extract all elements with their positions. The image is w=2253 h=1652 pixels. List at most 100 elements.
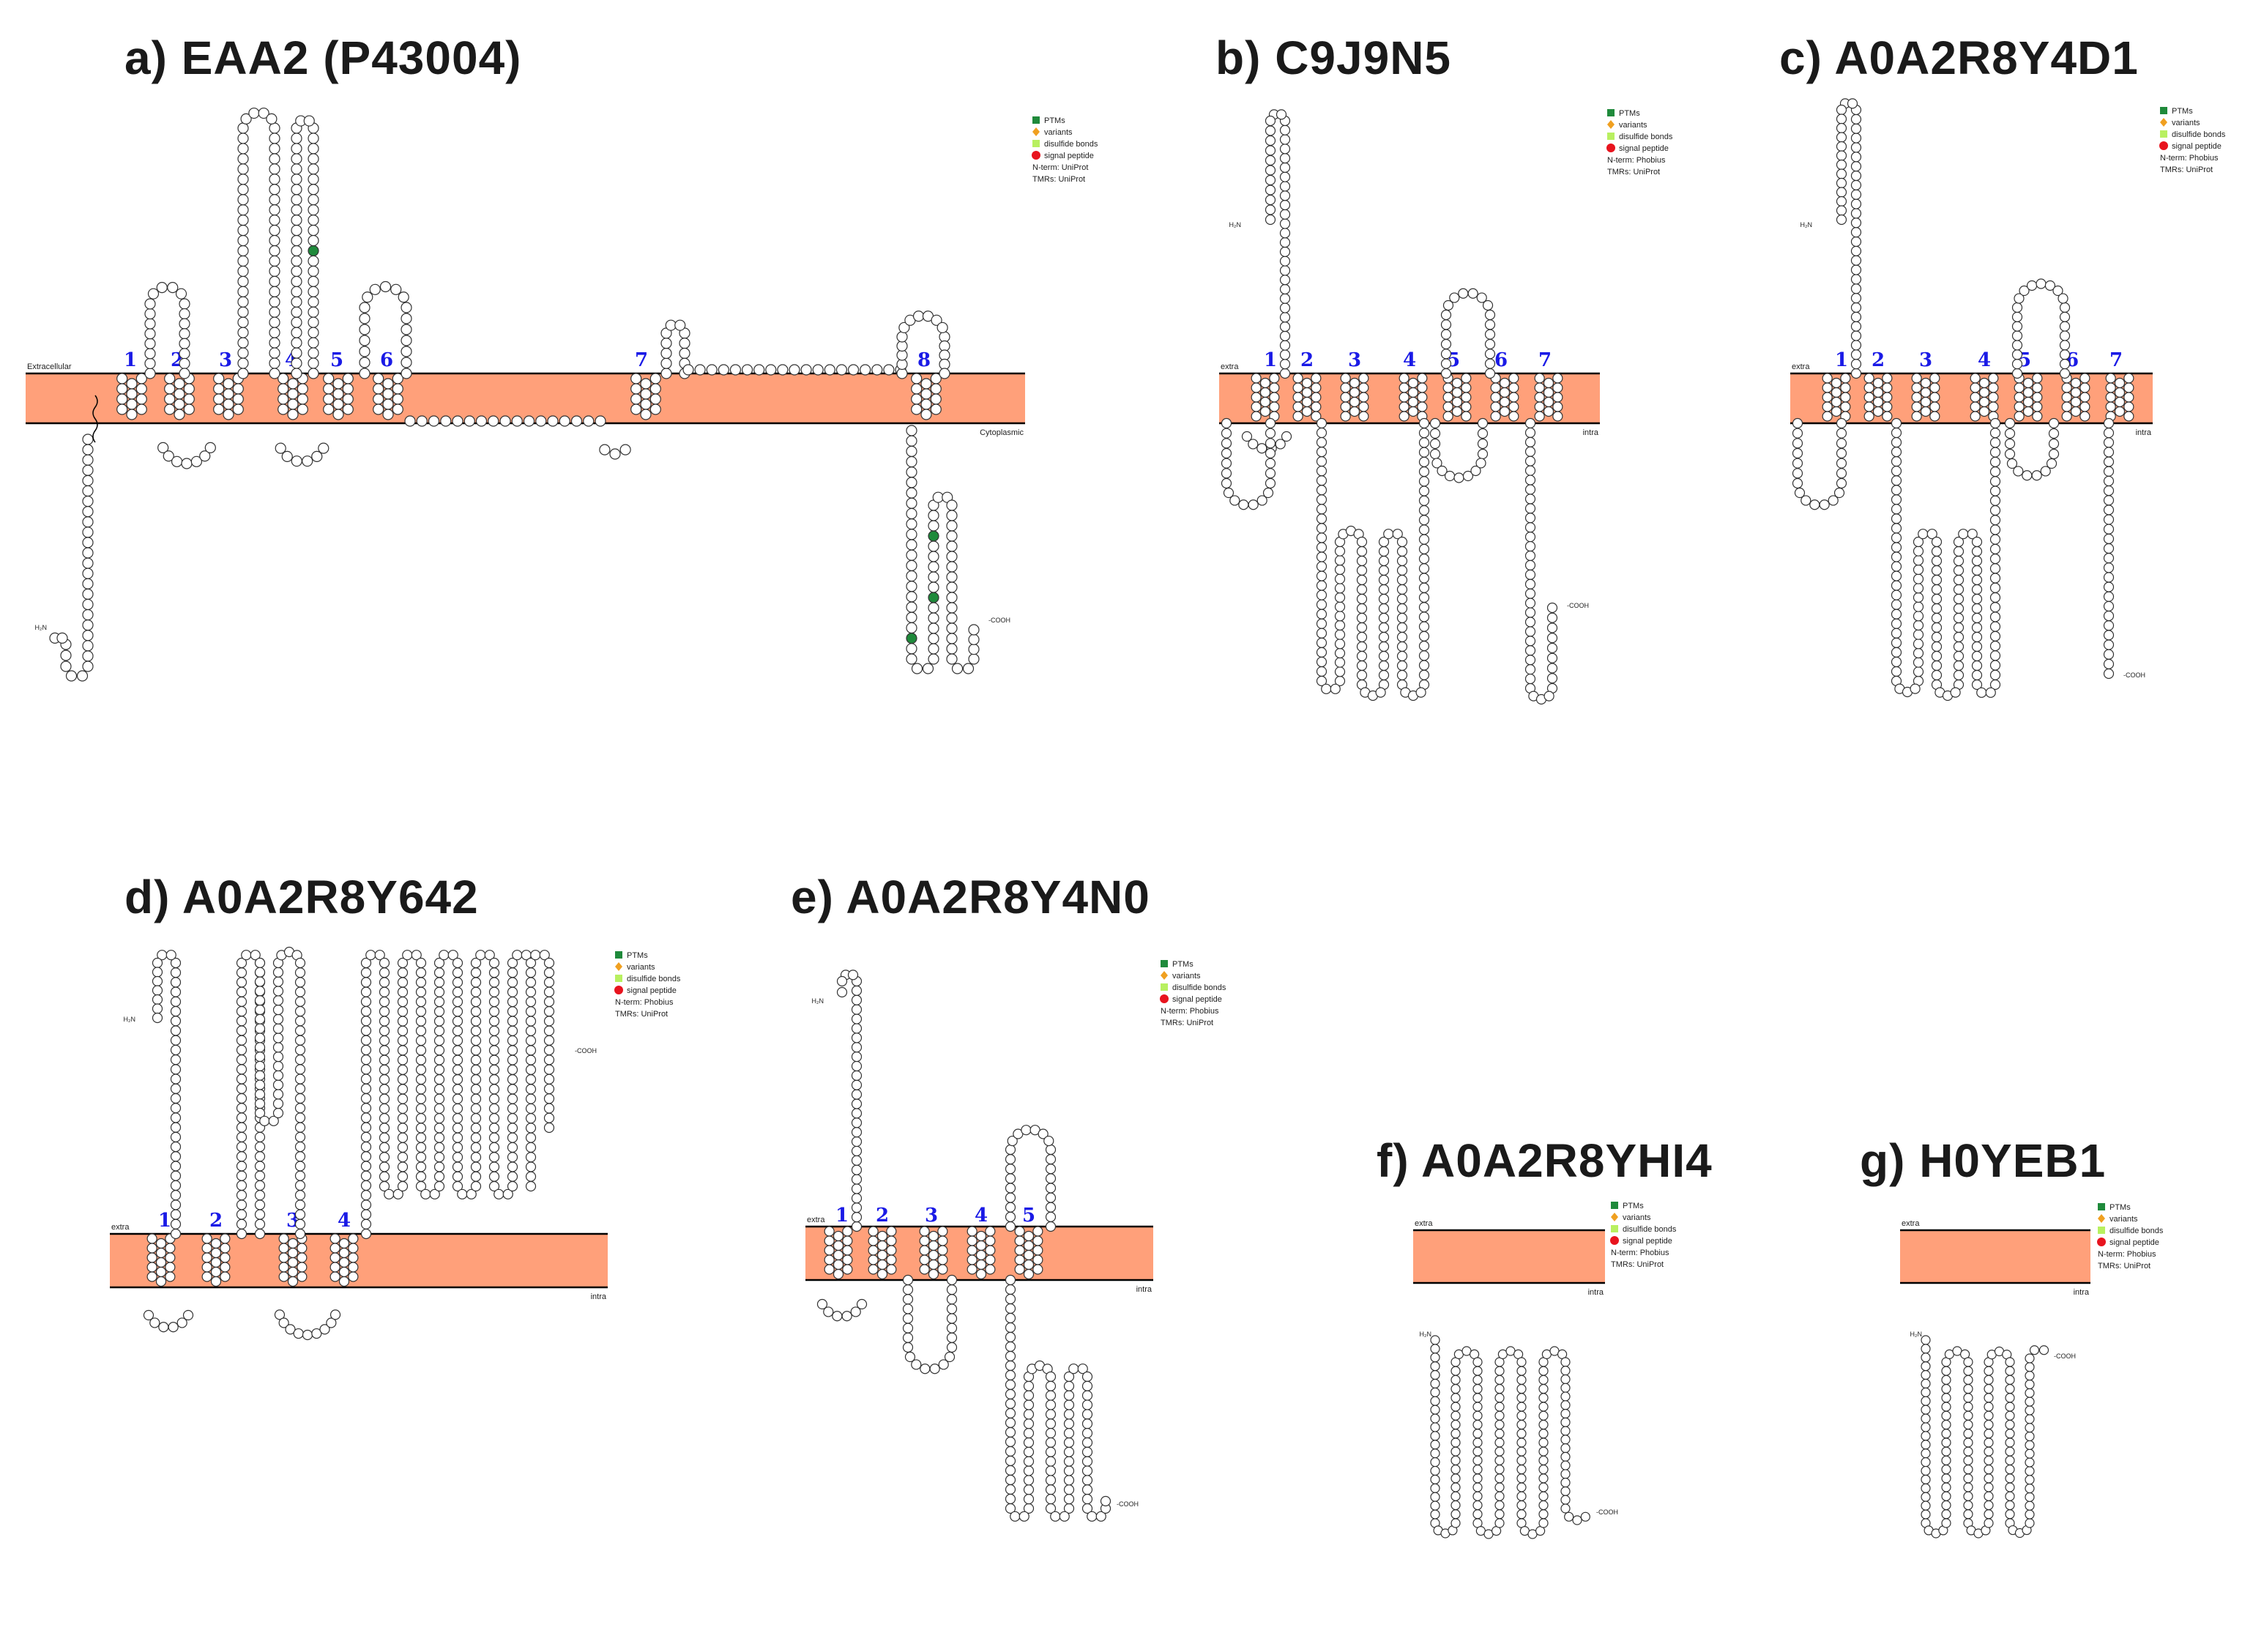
- residue: [1396, 565, 1408, 576]
- residue: [1931, 612, 1943, 624]
- residue: [1430, 1465, 1440, 1476]
- residue: [1449, 292, 1460, 303]
- residue: [1356, 593, 1368, 605]
- residue: [360, 1054, 372, 1065]
- residue: [165, 1262, 176, 1273]
- tm-segment-number: 3: [925, 1205, 938, 1227]
- residue: [269, 204, 280, 216]
- residue: [401, 313, 412, 324]
- residue: [928, 1230, 939, 1242]
- residue: [126, 378, 138, 390]
- residue: [397, 1016, 409, 1027]
- residue: [920, 409, 932, 420]
- residue: [1477, 428, 1489, 439]
- residue: [294, 1064, 306, 1075]
- residue: [1023, 1409, 1035, 1420]
- residue: [1430, 1353, 1440, 1363]
- residue: [1418, 573, 1430, 584]
- residue: [1430, 1422, 1440, 1432]
- residue: [1251, 411, 1262, 422]
- residue: [1538, 1518, 1549, 1528]
- residue: [382, 409, 394, 420]
- residue: [360, 967, 372, 978]
- residue: [911, 663, 923, 674]
- residue: [1334, 639, 1346, 650]
- panel-title: g) H0YEB1: [1860, 1134, 2107, 1187]
- residue: [1831, 396, 1842, 408]
- residue: [379, 1180, 390, 1192]
- residue: [1316, 436, 1327, 448]
- residue: [308, 368, 319, 379]
- residue: [1430, 1483, 1440, 1493]
- residue: [135, 403, 147, 415]
- residue: [1005, 1388, 1016, 1400]
- residue: [397, 1132, 409, 1143]
- residue: [170, 1025, 182, 1036]
- residue: [144, 357, 156, 370]
- residue: [452, 1180, 463, 1192]
- residue: [1984, 1509, 1994, 1519]
- residue: [1911, 373, 1922, 384]
- legend-signal-peptide-swatch: [1032, 151, 1040, 160]
- residue: [2004, 428, 2016, 439]
- residue: [1494, 1437, 1505, 1448]
- residue: [2011, 349, 2023, 360]
- residue: [179, 298, 190, 310]
- residue: [397, 1113, 409, 1124]
- residue: [1451, 1429, 1461, 1439]
- residue: [1989, 417, 2001, 429]
- residue: [824, 364, 835, 376]
- residue: [272, 1098, 284, 1109]
- residue: [415, 1025, 427, 1036]
- residue: [851, 985, 863, 996]
- residue: [896, 340, 908, 352]
- residue: [126, 398, 138, 410]
- residue: [833, 1240, 844, 1251]
- residue: [1546, 612, 1558, 623]
- residue: [1396, 669, 1408, 681]
- residue: [1451, 1374, 1461, 1385]
- residue: [126, 409, 138, 420]
- residue: [452, 415, 463, 427]
- residue: [382, 388, 394, 400]
- residue: [144, 338, 156, 349]
- residue: [291, 163, 302, 175]
- residue: [1045, 1380, 1057, 1391]
- residue: [294, 1016, 306, 1027]
- residue: [1984, 1374, 1994, 1385]
- residue: [1953, 603, 1965, 614]
- tm-segment-number: 1: [1264, 349, 1277, 371]
- residue: [1265, 155, 1276, 166]
- residue: [291, 306, 302, 318]
- residue: [507, 1093, 518, 1104]
- residue: [269, 163, 280, 175]
- residue: [946, 1274, 958, 1286]
- residue: [832, 1311, 843, 1322]
- residue: [1472, 1429, 1483, 1439]
- residue: [1931, 593, 1943, 605]
- residue: [1508, 411, 1519, 422]
- residue: [1045, 1144, 1057, 1156]
- residue: [1458, 288, 1469, 299]
- residue: [470, 1161, 482, 1172]
- residue: [1023, 1399, 1035, 1410]
- residue: [294, 1112, 306, 1123]
- residue: [1921, 1361, 1931, 1372]
- residue: [946, 561, 958, 573]
- residue: [1396, 650, 1408, 662]
- residue: [1560, 1383, 1571, 1393]
- residue: [1836, 104, 1847, 116]
- legend-ptms: PTMs: [1619, 109, 1640, 118]
- residue: [1989, 466, 2001, 477]
- residue: [392, 1188, 403, 1199]
- residue: [1349, 396, 1360, 408]
- residue: [272, 1107, 284, 1119]
- residue: [1863, 401, 1874, 412]
- residue: [1891, 647, 1902, 658]
- residue: [1913, 555, 1924, 566]
- residue: [360, 1005, 372, 1017]
- residue: [1516, 1482, 1527, 1492]
- residue: [1822, 411, 1833, 422]
- residue: [946, 592, 958, 603]
- residue: [259, 1115, 270, 1126]
